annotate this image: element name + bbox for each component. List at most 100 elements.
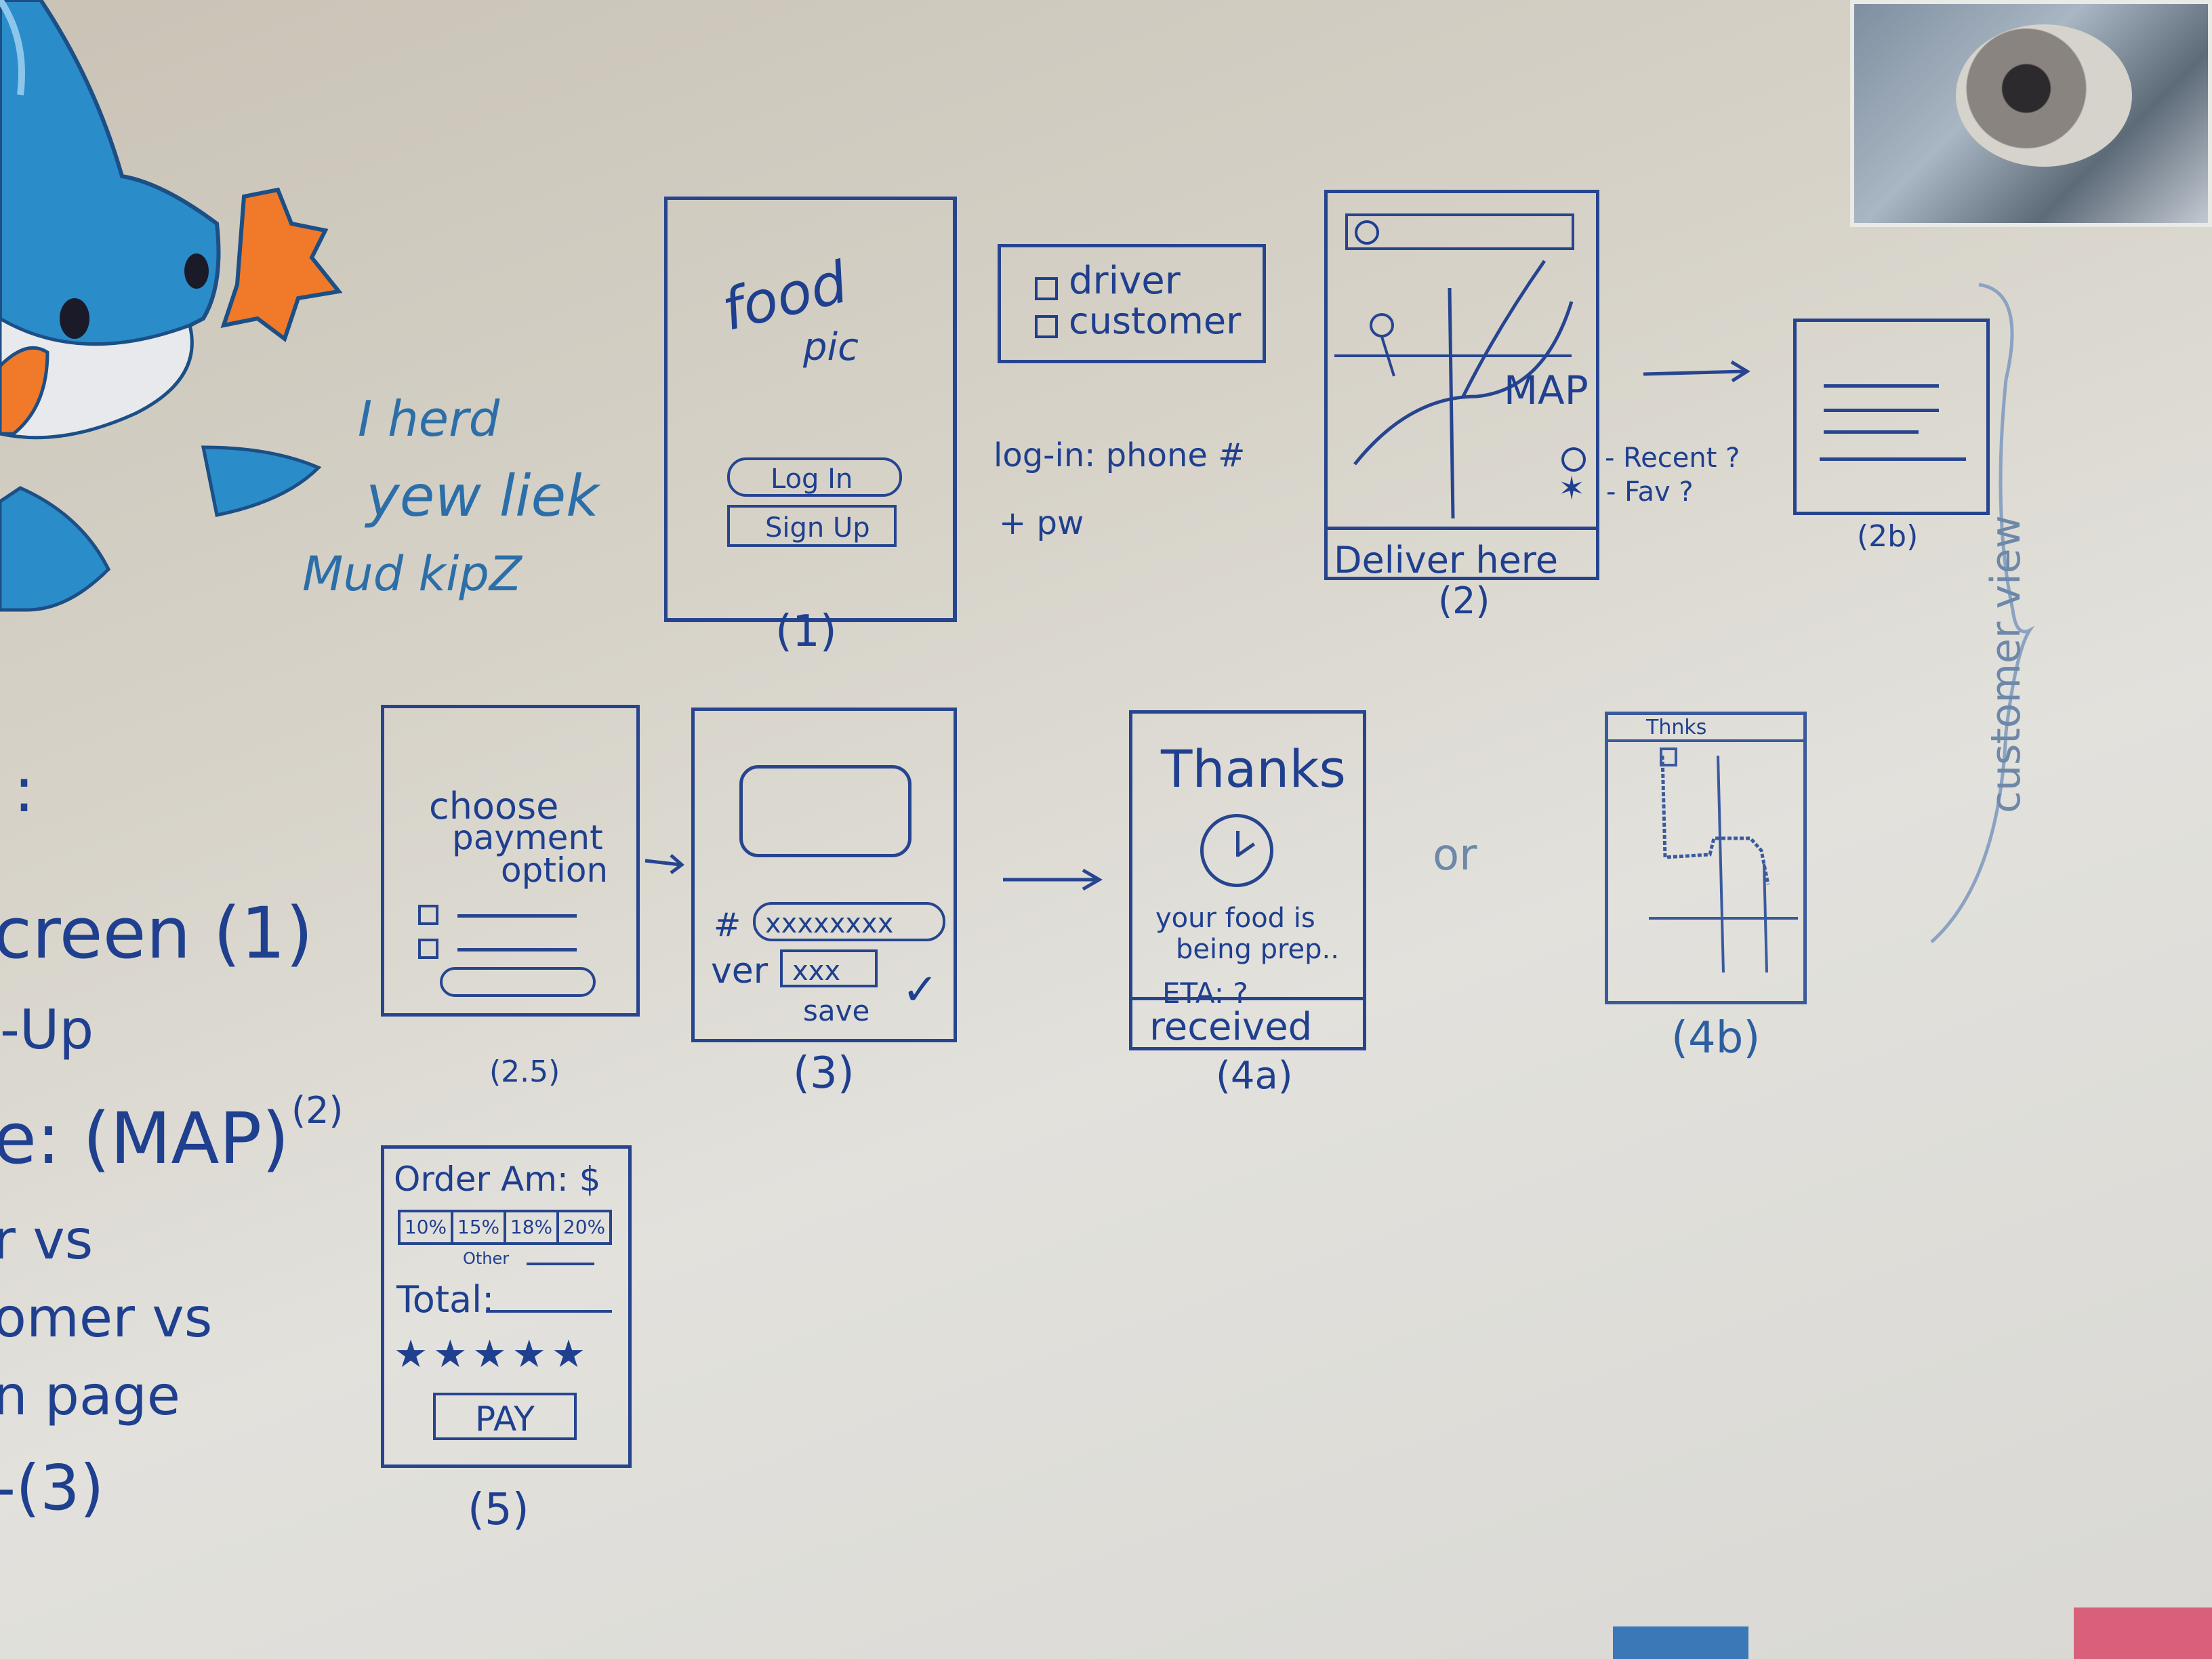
caption-4a: (4a): [1216, 1054, 1293, 1098]
caption-2b: (2b): [1857, 519, 1919, 554]
received-button[interactable]: received: [1129, 997, 1366, 1054]
mascot-text-line1: I herd: [358, 390, 500, 447]
food-prep-message-line2: being prep..: [1176, 934, 1339, 965]
screen-5-tip-and-pay: Order Am: $ 10% 15% 18% 20% Other Total:…: [381, 1145, 632, 1468]
received-label: received: [1149, 1005, 1313, 1049]
other-tip-line: [527, 1263, 594, 1265]
screen-2b-list: close-icon: [1793, 319, 1990, 515]
signup-button-label: Sign Up: [765, 512, 870, 544]
thanks-title: Thanks: [1161, 739, 1346, 799]
map-sketch: [1334, 260, 1574, 519]
rating-stars[interactable]: ★★★★★: [394, 1332, 592, 1376]
customer-view-label: customer view: [1982, 515, 2030, 813]
map-label: MAP: [1504, 367, 1589, 413]
payment-option-1-checkbox[interactable]: [418, 905, 438, 925]
fav-note: - Fav ?: [1606, 476, 1694, 508]
left-note-7: omer vs: [0, 1286, 213, 1349]
login-button-label: Log In: [771, 464, 853, 495]
option-driver-label: driver: [1069, 259, 1181, 303]
caption-2-5: (2.5): [489, 1054, 560, 1089]
close-icon[interactable]: close-icon: [1813, 331, 1833, 352]
mascot-text-line2: yew liek: [366, 463, 599, 529]
tracking-map-sketch: [1649, 747, 1798, 973]
recent-note: - Recent ?: [1605, 443, 1740, 474]
left-note-6: r vs: [0, 1208, 94, 1271]
screen-2-map: search-icon MAP ✶ Deliver here: [1324, 190, 1599, 580]
app-logo-pic: pic: [803, 325, 859, 369]
left-note-5: (2): [291, 1089, 344, 1132]
signup-button[interactable]: Sign Up: [727, 505, 897, 547]
caption-4b: (4b): [1671, 1013, 1761, 1063]
caption-3: (3): [793, 1048, 855, 1099]
pay-button[interactable]: PAY: [433, 1393, 577, 1440]
tip-option-15[interactable]: 15%: [453, 1212, 506, 1242]
payment-option-1-line: [457, 914, 577, 918]
pay-button-label: PAY: [475, 1399, 535, 1439]
ver-value: xxx: [792, 956, 841, 987]
role-selection-box: driver customer: [998, 244, 1266, 363]
left-note-9: -(3): [0, 1452, 104, 1524]
checkmark-icon: ✓: [902, 965, 939, 1015]
login-button[interactable]: Log In: [727, 457, 902, 497]
recent-icon: [1561, 447, 1586, 472]
save-label[interactable]: save: [803, 994, 870, 1027]
search-icon: search-icon: [1355, 220, 1379, 245]
card-number-input[interactable]: xxxxxxxx: [753, 902, 945, 941]
screen-2-5-payment-option: choose payment option: [381, 705, 640, 1017]
clock-icon: [1200, 814, 1273, 887]
option-customer-label: customer: [1069, 300, 1242, 342]
payment-title-line1: choose: [429, 785, 559, 827]
tip-options-row: 10% 15% 18% 20%: [398, 1210, 612, 1245]
tip-option-20[interactable]: 20%: [562, 1216, 606, 1238]
tip-option-18[interactable]: 18%: [506, 1212, 559, 1242]
dog-photo: [1850, 0, 2212, 227]
eta-text: ETA: ?: [1162, 977, 1248, 1010]
deliver-here-label: Deliver here: [1334, 539, 1559, 581]
left-note-4: e: (MAP): [0, 1097, 289, 1180]
tracking-title: Thnks: [1646, 716, 1707, 739]
mudkip-drawing: [0, 0, 343, 612]
login-note-line1: log-in: phone #: [994, 436, 1246, 474]
order-amount-label: Order Am: $: [394, 1160, 601, 1199]
left-note-3: -Up: [0, 998, 94, 1061]
tracking-header-line: [1608, 739, 1803, 742]
mascot-text-line3: Mud kipZ: [302, 546, 522, 602]
left-note-1: :: [14, 754, 35, 826]
left-note-8: n page: [0, 1364, 180, 1427]
ver-label: ver: [711, 951, 769, 991]
payment-title-line3: option: [501, 851, 609, 890]
screen-3-card-entry: # xxxxxxxx ver xxx save ✓: [691, 708, 957, 1042]
card-number-label: #: [714, 906, 741, 944]
list-line-2: [1824, 409, 1939, 412]
food-prep-message-line1: your food is: [1155, 903, 1315, 934]
screen-4a-thanks: Thanks your food is being prep.. ETA: ? …: [1129, 710, 1366, 1050]
other-tip-label: Other: [463, 1249, 510, 1268]
list-line-1: [1824, 384, 1939, 388]
login-note-line2: + pw: [999, 504, 1084, 542]
list-line-4: [1820, 457, 1966, 461]
screen-4b-tracking-map: Thnks: [1605, 712, 1807, 1004]
payment-option-2-line: [457, 948, 577, 951]
left-note-2: creen (1): [0, 892, 313, 975]
tip-option-10[interactable]: 10%: [401, 1212, 453, 1242]
sticky-note-pink: [2074, 1607, 2212, 1659]
screen-1-login: food pic Log In Sign Up: [664, 197, 957, 622]
ver-input[interactable]: xxx: [780, 949, 878, 987]
favorite-star-icon: ✶: [1558, 470, 1586, 508]
map-search-bar[interactable]: search-icon: [1345, 213, 1574, 250]
payment-option-2-checkbox[interactable]: [418, 939, 438, 959]
sticky-note-blue: [1613, 1626, 1748, 1659]
card-preview: [739, 765, 912, 857]
list-line-3: [1824, 430, 1919, 434]
total-label: Total:: [396, 1278, 495, 1321]
checkbox-customer[interactable]: [1035, 315, 1058, 338]
or-text: or: [1433, 830, 1477, 880]
payment-title-line2: payment: [452, 818, 603, 857]
payment-continue-button[interactable]: [440, 967, 596, 997]
deliver-here-button[interactable]: Deliver here: [1324, 527, 1599, 583]
caption-2: (2): [1438, 579, 1490, 622]
total-line: [486, 1310, 612, 1313]
checkbox-driver[interactable]: [1035, 277, 1058, 300]
caption-5: (5): [468, 1485, 529, 1535]
